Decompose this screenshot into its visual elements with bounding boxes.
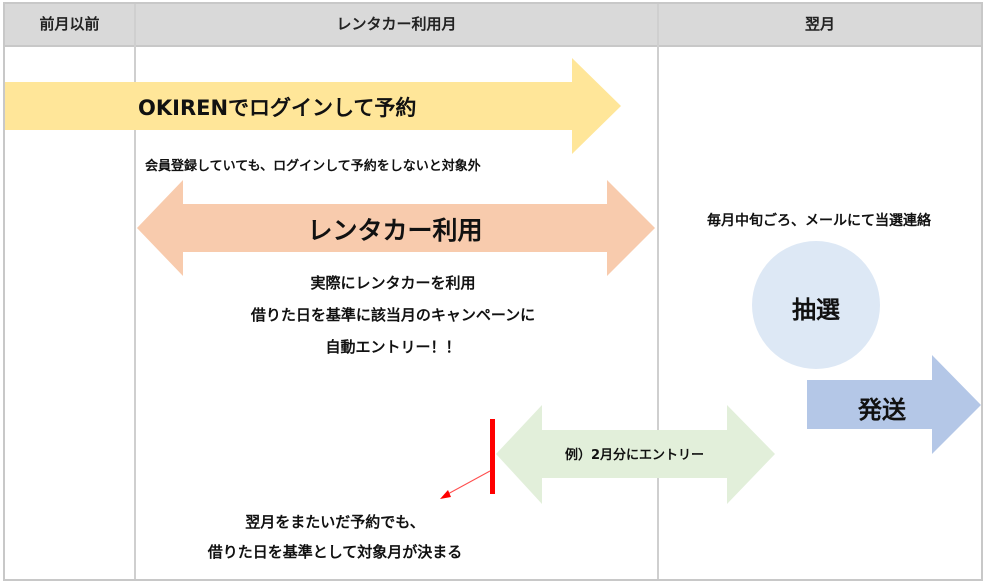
rental-double-arrow-shape [137,180,655,276]
column-divider-1 [134,4,136,579]
ship-arrow-label: 発送 [858,396,906,424]
lottery-circle-label: 抽選 [792,296,840,324]
header-rental-month: レンタカー利用月 [336,15,457,33]
rental-note-line-3: 自動エントリー！！ [325,338,461,356]
login-arrow-shape [5,58,621,154]
login-note: 会員登録していても、ログインして予約をしないと対象外 [145,159,481,174]
example-double-arrow-shape [496,405,775,504]
table-header: 前月以前 レンタカー利用月 翌月 [5,4,981,47]
lottery-note: 毎月中旬ごろ、メールにて当選連絡 [707,213,931,229]
boundary-note-line-2: 借りた日を基準として対象月が決まる [207,543,463,561]
example-arrow-label: 例）2月分にエントリー [564,448,705,463]
login-arrow-label: OKIRENでログインして予約 [138,96,417,120]
rental-note-line-1: 実際にレンタカーを利用 [310,274,476,292]
rental-arrow-label: レンタカー利用 [307,216,483,245]
column-divider-2 [657,4,659,579]
boundary-pointer-line [445,470,491,496]
header-previous-month: 前月以前 [39,15,100,33]
month-boundary-marker [490,419,495,494]
rental-note-line-2: 借りた日を基準に該当月のキャンペーンに [250,306,536,324]
boundary-note-line-1: 翌月をまたいだ予約でも、 [245,513,425,531]
header-next-month: 翌月 [804,15,835,33]
ship-arrow-shape [807,355,981,454]
boundary-pointer-arrowhead [440,490,451,499]
lottery-circle-shape [752,241,880,369]
